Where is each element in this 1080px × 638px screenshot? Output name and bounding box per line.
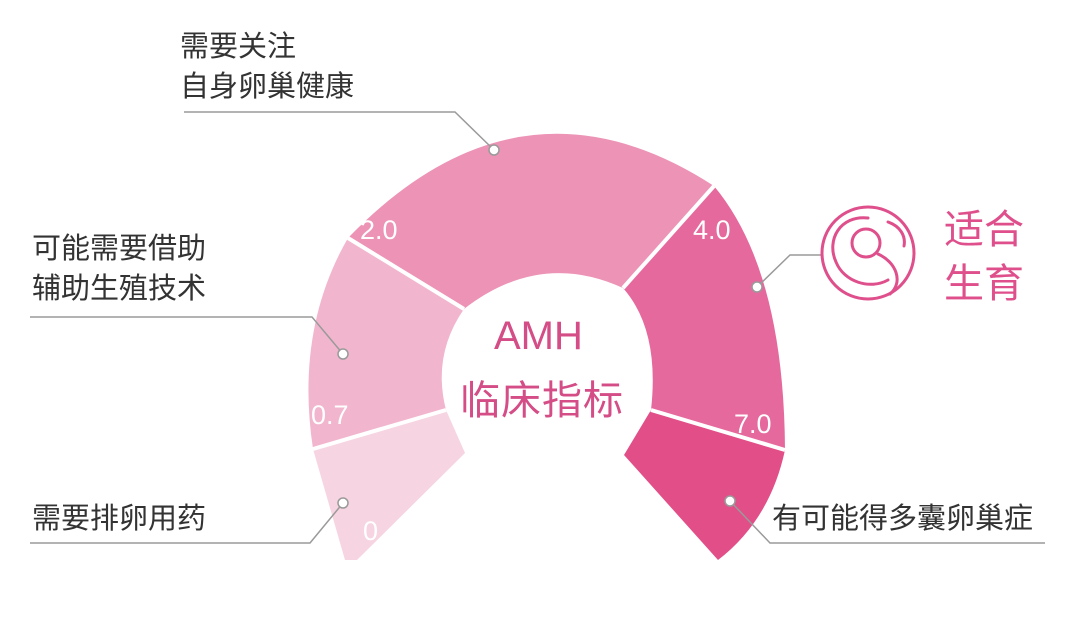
anchor-dots — [337, 144, 763, 509]
label-assisted-line2: 辅助生殖技术 — [32, 271, 207, 305]
leader-suitable — [756, 254, 822, 288]
segment-4.0-7.0 — [623, 186, 785, 450]
dot-attention — [488, 144, 500, 156]
leader-pcos — [729, 500, 1045, 544]
leader-lines — [30, 111, 1045, 544]
tick-4.0: 4.0 — [693, 215, 731, 245]
center-title: AMH — [494, 314, 583, 358]
segment-2.0-4.0 — [348, 133, 714, 309]
tick-2.0: 2.0 — [360, 215, 398, 245]
tick-7.0: 7.0 — [734, 409, 772, 439]
dot-assisted — [337, 348, 349, 360]
label-attention-line2: 自身卵巢健康 — [180, 69, 355, 103]
segment-0.7-2.0 — [308, 238, 464, 449]
label-pcos: 有可能得多囊卵巢症 — [772, 501, 1034, 535]
leader-assisted — [30, 316, 344, 355]
leader-attention — [184, 111, 495, 151]
tick-0.7: 0.7 — [311, 400, 349, 430]
dot-suitable — [751, 281, 763, 293]
separator-2.0 — [346, 236, 466, 311]
center-subtitle: 临床指标 — [460, 378, 624, 424]
separator-0.7 — [312, 408, 447, 451]
separator-4.0 — [621, 184, 716, 290]
separator-7.0 — [650, 408, 786, 452]
dot-ovulation — [337, 497, 349, 509]
label-suitable-line1: 适合 — [944, 207, 1024, 253]
label-attention-line1: 需要关注 — [180, 29, 297, 63]
leader-ovulation — [30, 502, 344, 544]
segment-0-0.7 — [313, 410, 465, 560]
tick-0: 0 — [363, 516, 379, 546]
label-ovulation-drug: 需要排卵用药 — [32, 501, 207, 535]
label-suitable-line2: 生育 — [944, 261, 1024, 307]
fetus-icon — [820, 205, 916, 301]
label-assisted-line1: 可能需要借助 — [32, 231, 207, 265]
dot-pcos — [724, 495, 736, 507]
segment-7.0-plus — [624, 410, 785, 560]
